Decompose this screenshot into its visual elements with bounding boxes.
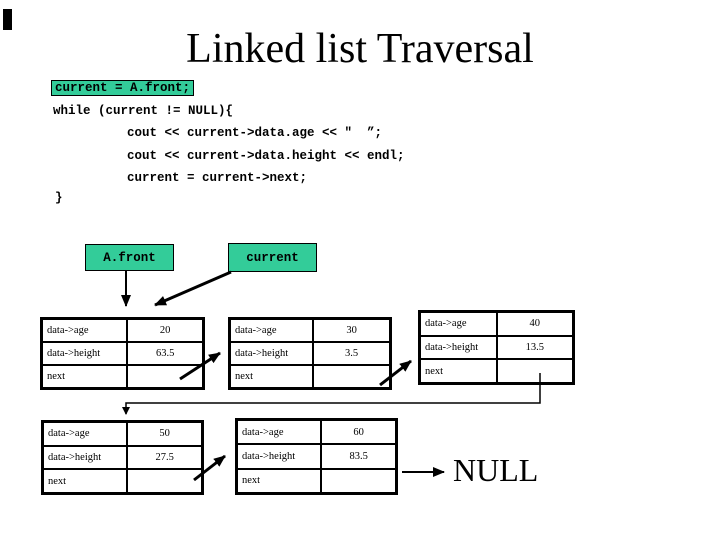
code-line-cout-age: cout << current->data.age << " ”; xyxy=(127,126,383,140)
current-pointer-arrow xyxy=(154,270,232,307)
node5-age-value: 60 xyxy=(320,418,398,446)
node-table-4: data->age 50 data->height 27.5 next xyxy=(41,420,204,495)
node3-age-label: data->age xyxy=(418,310,498,337)
node4-age-label: data->age xyxy=(41,420,129,447)
node2-next-value xyxy=(312,363,392,390)
node5-next-label: next xyxy=(235,467,323,495)
node5-height-label: data->height xyxy=(235,443,323,470)
node2-height-value: 3.5 xyxy=(312,341,392,366)
node3-next-label: next xyxy=(418,358,498,385)
node4-next-label: next xyxy=(41,468,129,495)
current-pointer-box: current xyxy=(228,243,317,272)
node4-height-value: 27.5 xyxy=(126,444,204,471)
slide-corner-mark xyxy=(3,9,12,30)
node5-age-label: data->age xyxy=(235,418,323,446)
node4-next-value xyxy=(126,468,204,495)
code-line-advance: current = current->next; xyxy=(127,171,308,185)
node3-age-value: 40 xyxy=(495,310,575,337)
node-table-5: data->age 60 data->height 83.5 next xyxy=(235,418,398,495)
node-table-1: data->age 20 data->height 63.5 next xyxy=(40,317,205,390)
code-line-cout-height: cout << current->data.height << endl; xyxy=(127,149,405,163)
afront-pointer-label: A.front xyxy=(103,250,156,265)
node2-age-label: data->age xyxy=(228,317,315,344)
node1-age-label: data->age xyxy=(40,317,129,344)
node2-age-value: 30 xyxy=(312,317,392,344)
node3-height-label: data->height xyxy=(418,334,498,361)
afront-pointer-box: A.front xyxy=(85,244,174,271)
slide-title: Linked list Traversal xyxy=(186,26,534,72)
node4-age-value: 50 xyxy=(126,420,204,447)
node1-next-label: next xyxy=(40,363,129,390)
node3-height-value: 13.5 xyxy=(495,334,575,361)
node2-next-label: next xyxy=(228,363,315,390)
code-line-closing-brace: } xyxy=(55,191,63,205)
node3-next-value xyxy=(495,358,575,385)
node5-next-value xyxy=(320,467,398,495)
current-pointer-label: current xyxy=(246,250,299,265)
node-table-2: data->age 30 data->height 3.5 next xyxy=(228,317,392,390)
node1-next-value xyxy=(126,363,205,390)
node1-age-value: 20 xyxy=(126,317,205,344)
node1-height-label: data->height xyxy=(40,341,129,366)
node4-height-label: data->height xyxy=(41,444,129,471)
code-line-assignment-highlighted: current = A.front; xyxy=(51,80,195,96)
code-line-while: while (current != NULL){ xyxy=(53,104,234,118)
node1-height-value: 63.5 xyxy=(126,341,205,366)
node-table-3: data->age 40 data->height 13.5 next xyxy=(418,310,575,385)
null-terminator-label: NULL xyxy=(453,452,539,488)
node2-height-label: data->height xyxy=(228,341,315,366)
node5-height-value: 83.5 xyxy=(320,443,398,470)
